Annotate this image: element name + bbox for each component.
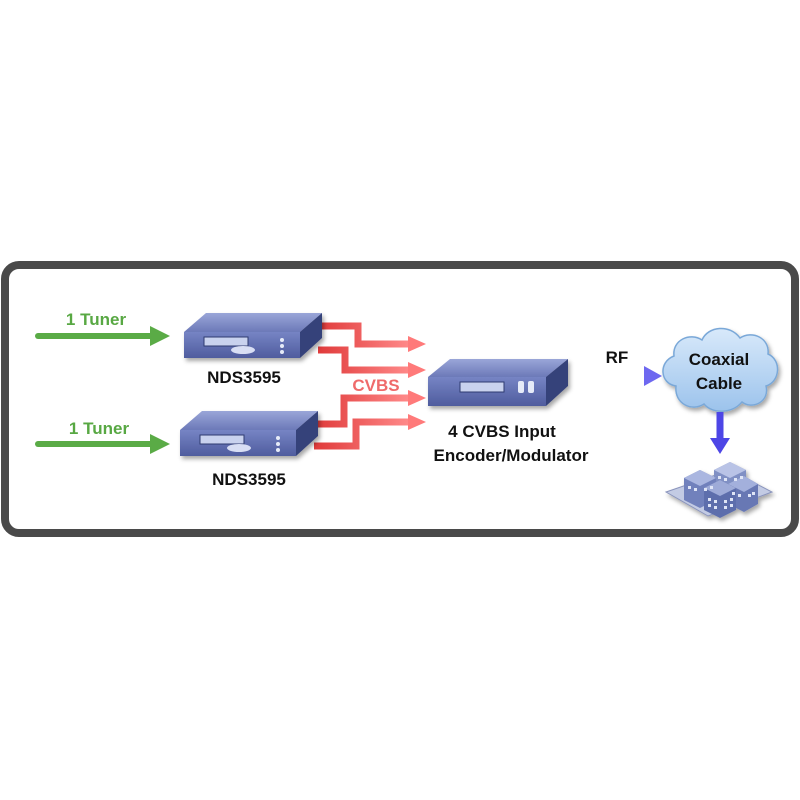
- tuner-arrow-1: [35, 326, 170, 346]
- buildings-icon: [664, 462, 774, 518]
- rf-label: RF: [606, 348, 629, 367]
- rf-arrow: [574, 366, 662, 386]
- cvbs-arrowhead-1: [408, 336, 426, 352]
- tuner-label-1: 1 Tuner: [66, 310, 127, 329]
- tuner-device-label-1: NDS3595: [207, 368, 281, 387]
- cable-down-arrow: [710, 412, 730, 454]
- cvbs-label: CVBS: [352, 376, 399, 395]
- tuner-label-2: 1 Tuner: [69, 419, 130, 438]
- cvbs-arrowhead-2: [408, 362, 426, 378]
- cloud-label-line2: Cable: [696, 374, 742, 393]
- cvbs-arrowhead-4: [408, 414, 426, 430]
- encoder-label-line1: 4 CVBS Input: [448, 422, 556, 441]
- cvbs-arrowhead-3: [408, 390, 426, 406]
- cloud-label-line1: Coaxial: [689, 350, 749, 369]
- cvbs-arrow-2: [318, 346, 410, 374]
- encoder-icon: [428, 359, 568, 406]
- cvbs-arrow-4: [314, 418, 410, 450]
- encoder-label-line2: Encoder/Modulator: [434, 446, 589, 465]
- tuner-device-label-2: NDS3595: [212, 470, 286, 489]
- tuner-arrow-2: [35, 434, 170, 454]
- cvbs-arrow-1: [318, 322, 410, 348]
- cvbs-arrow-3: [314, 394, 410, 428]
- set-top-box-icon: [180, 411, 318, 456]
- cloud-icon: [662, 327, 779, 412]
- set-top-box-icon: [184, 313, 322, 358]
